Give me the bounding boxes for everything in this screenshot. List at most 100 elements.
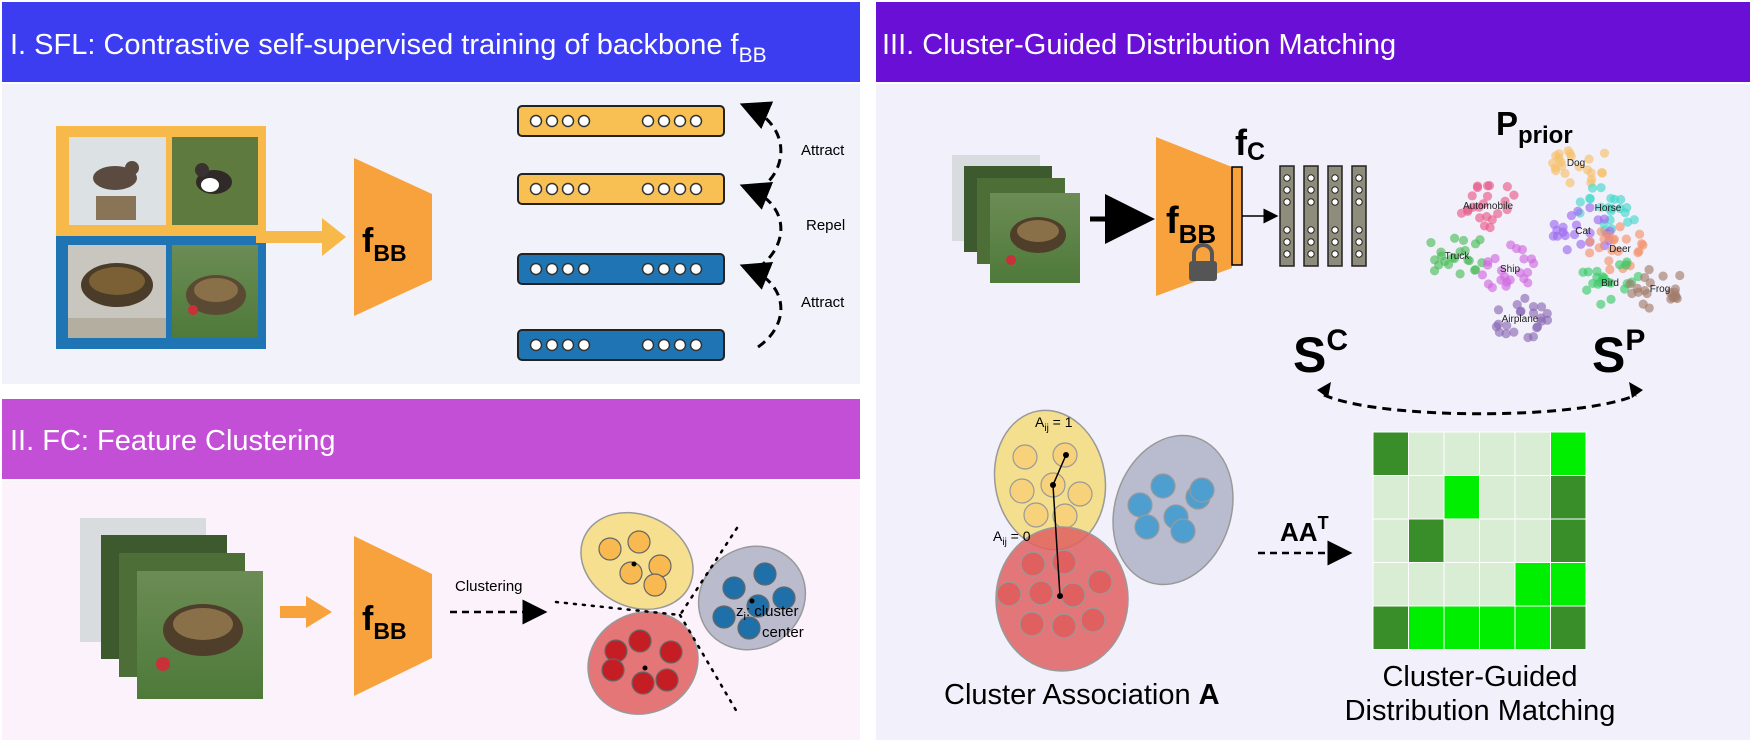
cluster-point bbox=[1170, 518, 1196, 544]
cluster-point bbox=[1087, 569, 1113, 595]
matrix-cell bbox=[1550, 518, 1587, 563]
prior-class-label: Dog bbox=[1567, 158, 1585, 169]
prior-class-label: Ship bbox=[1500, 264, 1520, 275]
backbone-encoder: fBB bbox=[354, 158, 432, 316]
cluster-point bbox=[1134, 514, 1160, 540]
cgdm-image-stack bbox=[952, 155, 1080, 283]
contrastive-arrows bbox=[739, 101, 783, 349]
feature-vector bbox=[517, 105, 725, 137]
feature-dot bbox=[529, 114, 543, 128]
input-arrow-shaft bbox=[256, 231, 324, 243]
prior-class-cluster: Bird bbox=[1578, 257, 1643, 309]
distribution-match-arrow bbox=[1323, 393, 1637, 416]
feature-dot bbox=[577, 262, 591, 276]
cluster-point bbox=[659, 640, 683, 664]
matrix-caption-line1: Cluster-Guided bbox=[1382, 661, 1577, 693]
prior-class-label: Airplane bbox=[1502, 314, 1539, 325]
repel-label: Repel bbox=[806, 217, 845, 234]
fc-input-arrow-shaft bbox=[280, 606, 308, 618]
panel-sfl: I. SFL: Contrastive self-supervised trai… bbox=[2, 2, 860, 384]
prior-class-label: Deer bbox=[1609, 244, 1631, 255]
aat-label: AAT bbox=[1280, 513, 1329, 547]
matrix-cell bbox=[1479, 431, 1516, 476]
matrix-cell bbox=[1443, 605, 1480, 650]
cluster-point bbox=[655, 668, 679, 692]
panel-cgdm-title: III. Cluster-Guided Distribution Matchin… bbox=[882, 29, 1396, 61]
matrix-cell bbox=[1443, 562, 1480, 607]
matrix-cell bbox=[1514, 605, 1551, 650]
assoc-gray-cluster bbox=[1112, 434, 1234, 586]
cluster-point bbox=[598, 537, 622, 561]
output-vector bbox=[1327, 165, 1343, 267]
cluster-point bbox=[1051, 549, 1077, 575]
prior-class-label: Cat bbox=[1575, 226, 1591, 237]
prior-class-label: Horse bbox=[1595, 203, 1622, 214]
distribution-match-arrowhead-right bbox=[1629, 382, 1643, 398]
matrix-cell bbox=[1372, 431, 1409, 476]
matrix-cell bbox=[1443, 475, 1480, 520]
panel-sfl-header bbox=[2, 2, 860, 82]
cluster-point bbox=[996, 581, 1022, 607]
cluster-point bbox=[1028, 580, 1054, 606]
feature-dot bbox=[641, 182, 655, 196]
panel-fc-header bbox=[2, 399, 860, 479]
feature-dot bbox=[641, 262, 655, 276]
cgdm-backbone-label: fBB bbox=[1166, 200, 1216, 249]
prior-class-cluster: Cat bbox=[1548, 203, 1615, 255]
fc-head-label: fC bbox=[1235, 122, 1265, 166]
association-link bbox=[1052, 484, 1061, 597]
bird-image bbox=[69, 137, 166, 225]
fc-head-layer bbox=[1231, 166, 1243, 266]
gray-cluster bbox=[697, 545, 807, 651]
feature-dot bbox=[689, 114, 703, 128]
feature-vectors bbox=[517, 105, 725, 361]
panel-fc-title: II. FC: Feature Clustering bbox=[10, 425, 336, 457]
cluster-point bbox=[1051, 613, 1077, 639]
sc-label: SC bbox=[1293, 324, 1348, 383]
red-cluster bbox=[587, 611, 699, 715]
matrix-cell bbox=[1514, 475, 1551, 520]
backbone-label: fBB bbox=[362, 222, 407, 266]
cluster-boundaries bbox=[554, 526, 739, 714]
attract-label-2: Attract bbox=[801, 294, 845, 311]
clustering-label: Clustering bbox=[455, 578, 523, 595]
cluster-point bbox=[1009, 478, 1035, 504]
feature-dot bbox=[545, 114, 559, 128]
cluster-point bbox=[753, 562, 777, 586]
prior-class-label: Frog bbox=[1650, 284, 1671, 295]
matrix-cell bbox=[1408, 605, 1445, 650]
matrix-cell bbox=[1514, 562, 1551, 607]
assoc-red-cluster bbox=[995, 526, 1129, 672]
feature-dot bbox=[561, 338, 575, 352]
feature-vector bbox=[517, 329, 725, 361]
input-arrow-head bbox=[322, 218, 346, 256]
matrix-cell bbox=[1550, 562, 1587, 607]
assoc-yellow-cluster bbox=[993, 409, 1107, 551]
a-zero-label: Aij = 0 bbox=[993, 528, 1031, 548]
feature-dot bbox=[673, 262, 687, 276]
fc-backbone-label: fBB bbox=[362, 600, 407, 644]
cluster-point bbox=[643, 573, 667, 597]
turtle-image bbox=[68, 245, 166, 338]
cluster-point bbox=[604, 639, 628, 663]
turtle-image bbox=[172, 245, 258, 338]
matrix-cell bbox=[1479, 605, 1516, 650]
feature-dot bbox=[529, 182, 543, 196]
prior-class-label: Automobile bbox=[1463, 201, 1513, 212]
feature-dot bbox=[529, 262, 543, 276]
prior-class-cluster: Airplane bbox=[1491, 293, 1553, 343]
cluster-point bbox=[1189, 477, 1215, 503]
image-stack bbox=[80, 518, 263, 699]
cluster-point bbox=[631, 671, 655, 695]
matrix-caption-line2: Distribution Matching bbox=[1345, 695, 1616, 727]
cluster-point bbox=[1052, 503, 1078, 529]
matrix-cell bbox=[1479, 562, 1516, 607]
matrix-cell bbox=[1372, 475, 1409, 520]
turtle-image bbox=[990, 193, 1080, 283]
prior-class-cluster: Frog bbox=[1625, 265, 1685, 313]
cluster-point bbox=[737, 616, 761, 640]
feature-dot bbox=[641, 338, 655, 352]
panel-sfl-title: I. SFL: Contrastive self-supervised trai… bbox=[10, 29, 767, 67]
panel-cgdm-header bbox=[876, 2, 1750, 82]
